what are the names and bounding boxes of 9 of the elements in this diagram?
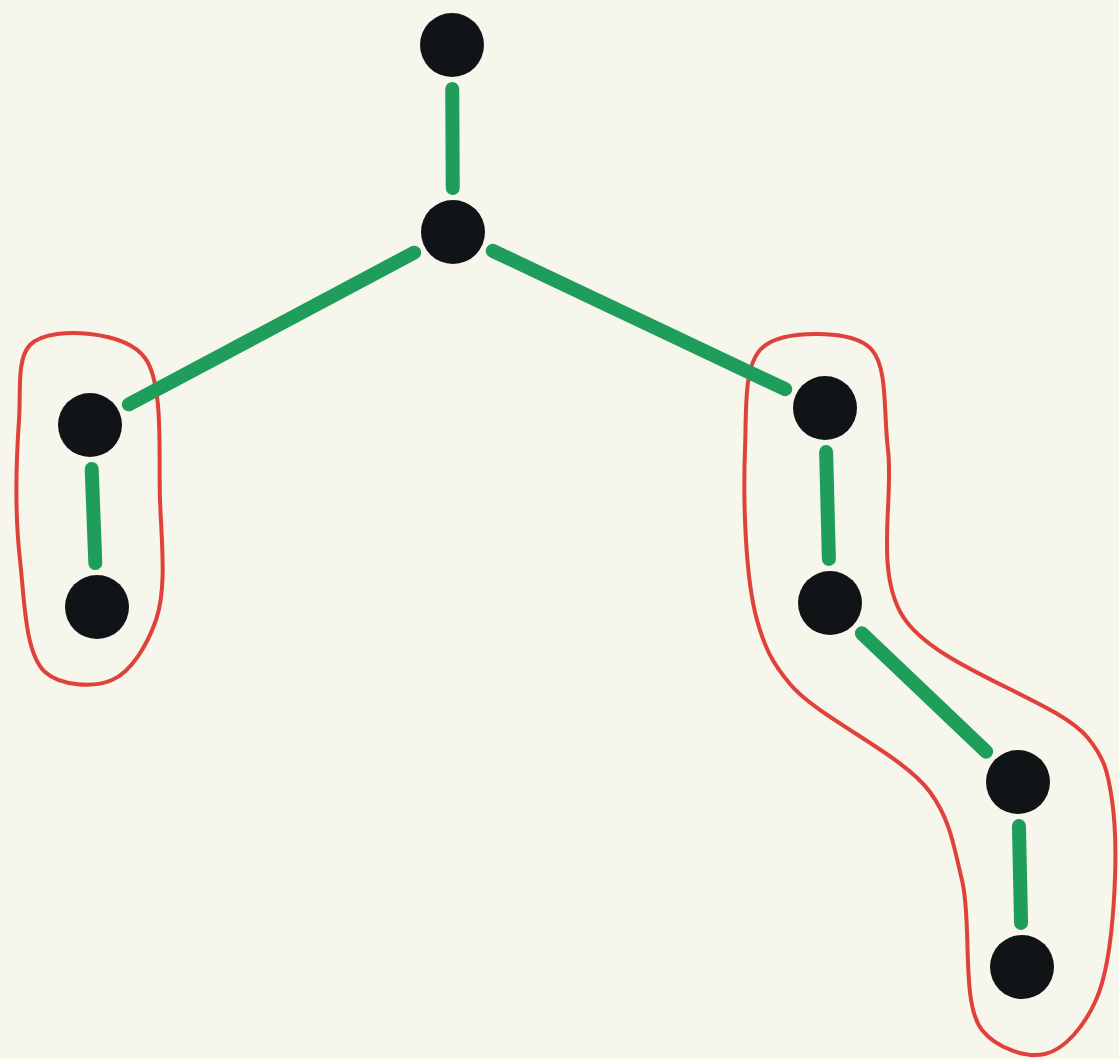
- connector-line: [121, 245, 422, 412]
- connector-line: [485, 243, 793, 397]
- connector-line: [854, 626, 994, 759]
- connector-line: [1011, 819, 1029, 930]
- connector-line: [445, 82, 460, 195]
- connector-line: [819, 445, 836, 566]
- dot: [421, 200, 485, 264]
- dot: [986, 750, 1050, 814]
- connector-line: [84, 461, 103, 571]
